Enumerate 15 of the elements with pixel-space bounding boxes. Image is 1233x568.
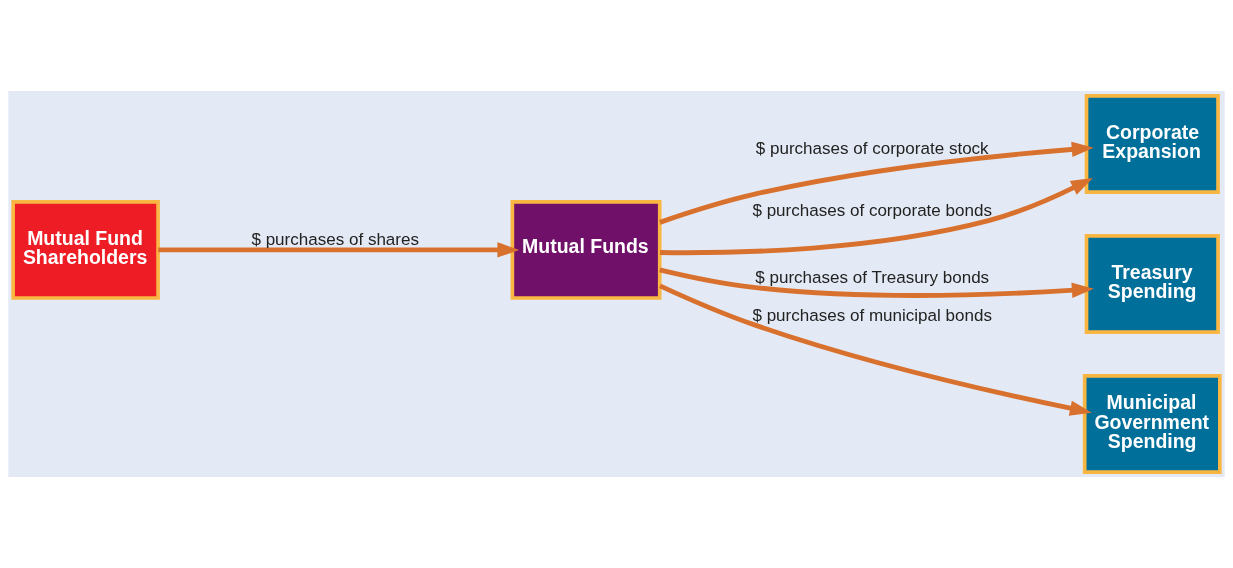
node-box: Treasury Spending [1084, 234, 1220, 334]
edge-label: $ purchases of municipal bonds [752, 305, 992, 325]
node-box: Municipal Government Spending [1082, 374, 1222, 474]
edge-label: $ purchases of shares [251, 230, 420, 250]
node-box: Mutual Fund Shareholders [11, 200, 160, 300]
arrow [659, 283, 1092, 416]
arrow [659, 267, 1094, 298]
edge-label: $ purchases of corporate stock [755, 138, 989, 158]
arrow [659, 141, 1094, 225]
node-box: Corporate Expansion [1084, 94, 1220, 194]
arrow [659, 177, 1093, 256]
node-box: Mutual Funds [510, 200, 662, 300]
edge-label: $ purchases of corporate bonds [752, 201, 992, 221]
arrow [158, 242, 520, 258]
edge-label: $ purchases of Treasury bonds [755, 268, 990, 288]
